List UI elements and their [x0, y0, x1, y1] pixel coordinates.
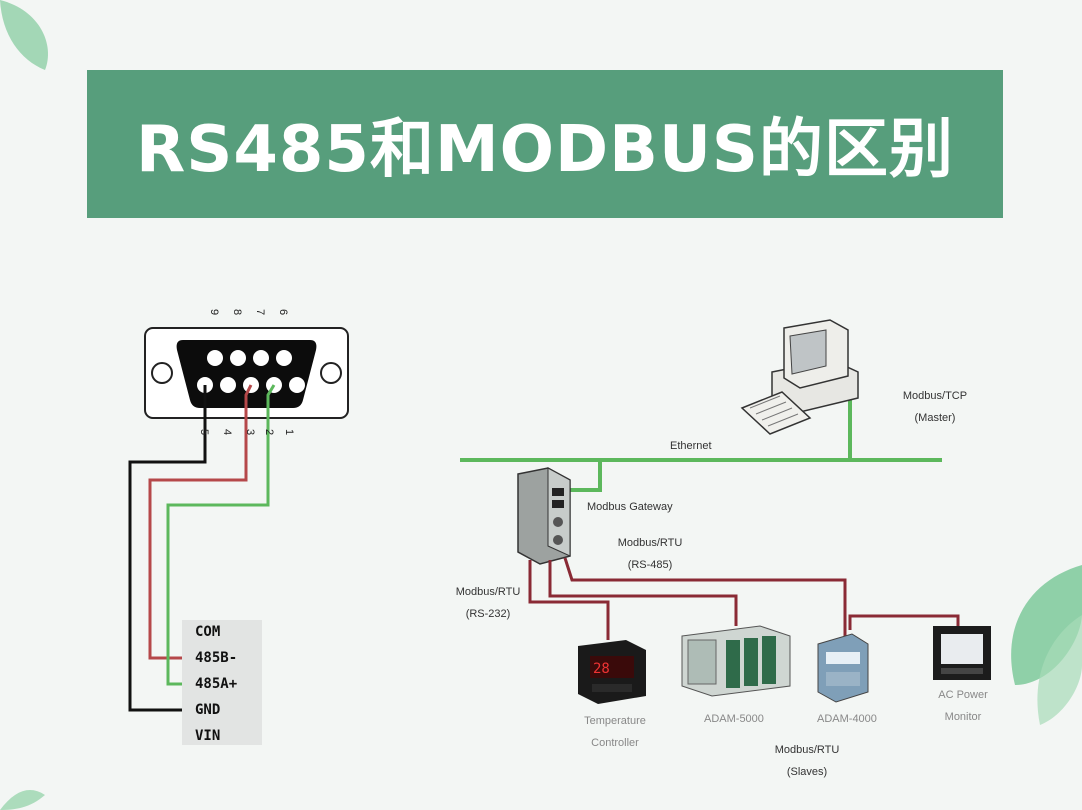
rs485-line-adam5000 — [548, 560, 738, 626]
pin-number: 7 — [254, 308, 267, 316]
master-label-line1: Modbus/TCP — [902, 390, 968, 402]
rs485-line-adam4000 — [563, 557, 847, 636]
terminal-label-485a: 485A+ — [195, 676, 238, 692]
rs485-line-acpower — [848, 614, 960, 630]
svg-text:28: 28 — [593, 661, 610, 677]
master-label: Modbus/TCP (Master) — [890, 390, 980, 424]
black-wire — [128, 385, 207, 712]
rtu232-label-line1: Modbus/RTU — [455, 586, 521, 598]
gateway-device-icon — [517, 467, 571, 565]
ethernet-label: Ethernet — [670, 440, 712, 452]
temperature-controller-label: Temperature Controller — [570, 715, 660, 749]
temperature-controller-label-line2: Controller — [591, 737, 639, 749]
leaf-decoration-bottom-left — [0, 790, 45, 810]
pin-number: 6 — [277, 308, 290, 316]
slaves-label: Modbus/RTU (Slaves) — [762, 744, 852, 778]
rtu485-label-line1: Modbus/RTU — [617, 537, 683, 549]
gateway-drop-line — [563, 460, 602, 492]
terminal-label-com: COM — [195, 624, 221, 640]
terminal-block: COM 485B- 485A+ GND VIN — [182, 620, 262, 745]
db9-bottom-pin-row — [197, 377, 305, 393]
pin-number: 5 — [198, 428, 211, 436]
slaves-label-line1: Modbus/RTU — [774, 744, 840, 756]
pin-number: 1 — [283, 428, 296, 436]
adam4000-label: ADAM-4000 — [817, 713, 877, 725]
ac-power-monitor-label-line2: Monitor — [944, 711, 982, 723]
pin-number: 9 — [208, 308, 221, 316]
pin-number: 4 — [221, 428, 234, 436]
rtu232-label: Modbus/RTU (RS-232) — [433, 586, 543, 620]
temperature-controller-icon: 28 — [578, 640, 646, 704]
computer-icon — [740, 319, 859, 435]
slaves-label-line2: (Slaves) — [786, 766, 828, 778]
red-wire — [148, 384, 253, 660]
ac-power-monitor-label: AC Power Monitor — [918, 689, 1008, 723]
terminal-label-vin: VIN — [195, 728, 221, 744]
leaf-decoration-right — [1011, 565, 1082, 725]
green-wire — [166, 384, 276, 686]
adam4000-icon — [817, 633, 869, 703]
rtu485-label: Modbus/RTU (RS-485) — [605, 537, 695, 571]
rtu232-label-line2: (RS-232) — [465, 608, 511, 620]
adam5000-icon — [681, 625, 791, 697]
leaf-decoration-top-left — [0, 0, 48, 70]
ac-power-monitor-icon — [933, 626, 991, 680]
terminal-label-485b: 485B- — [195, 650, 238, 666]
master-label-line2: (Master) — [914, 412, 956, 424]
temperature-controller-label-line1: Temperature — [584, 715, 646, 727]
pin-number: 2 — [263, 428, 276, 436]
terminal-label-gnd: GND — [195, 702, 221, 718]
rtu485-label-line2: (RS-485) — [627, 559, 673, 571]
page-title: RS485和MODBUS的区别 — [135, 113, 955, 187]
adam5000-label: ADAM-5000 — [704, 713, 764, 725]
pin-number: 8 — [231, 308, 244, 316]
pin-number: 3 — [244, 428, 257, 436]
gateway-label: Modbus Gateway — [587, 501, 673, 513]
ac-power-monitor-label-line1: AC Power — [938, 689, 988, 701]
db9-top-pin-row — [207, 350, 292, 366]
title-banner: RS485和MODBUS的区别 — [87, 70, 1003, 218]
rs232-line-temp — [528, 560, 610, 640]
